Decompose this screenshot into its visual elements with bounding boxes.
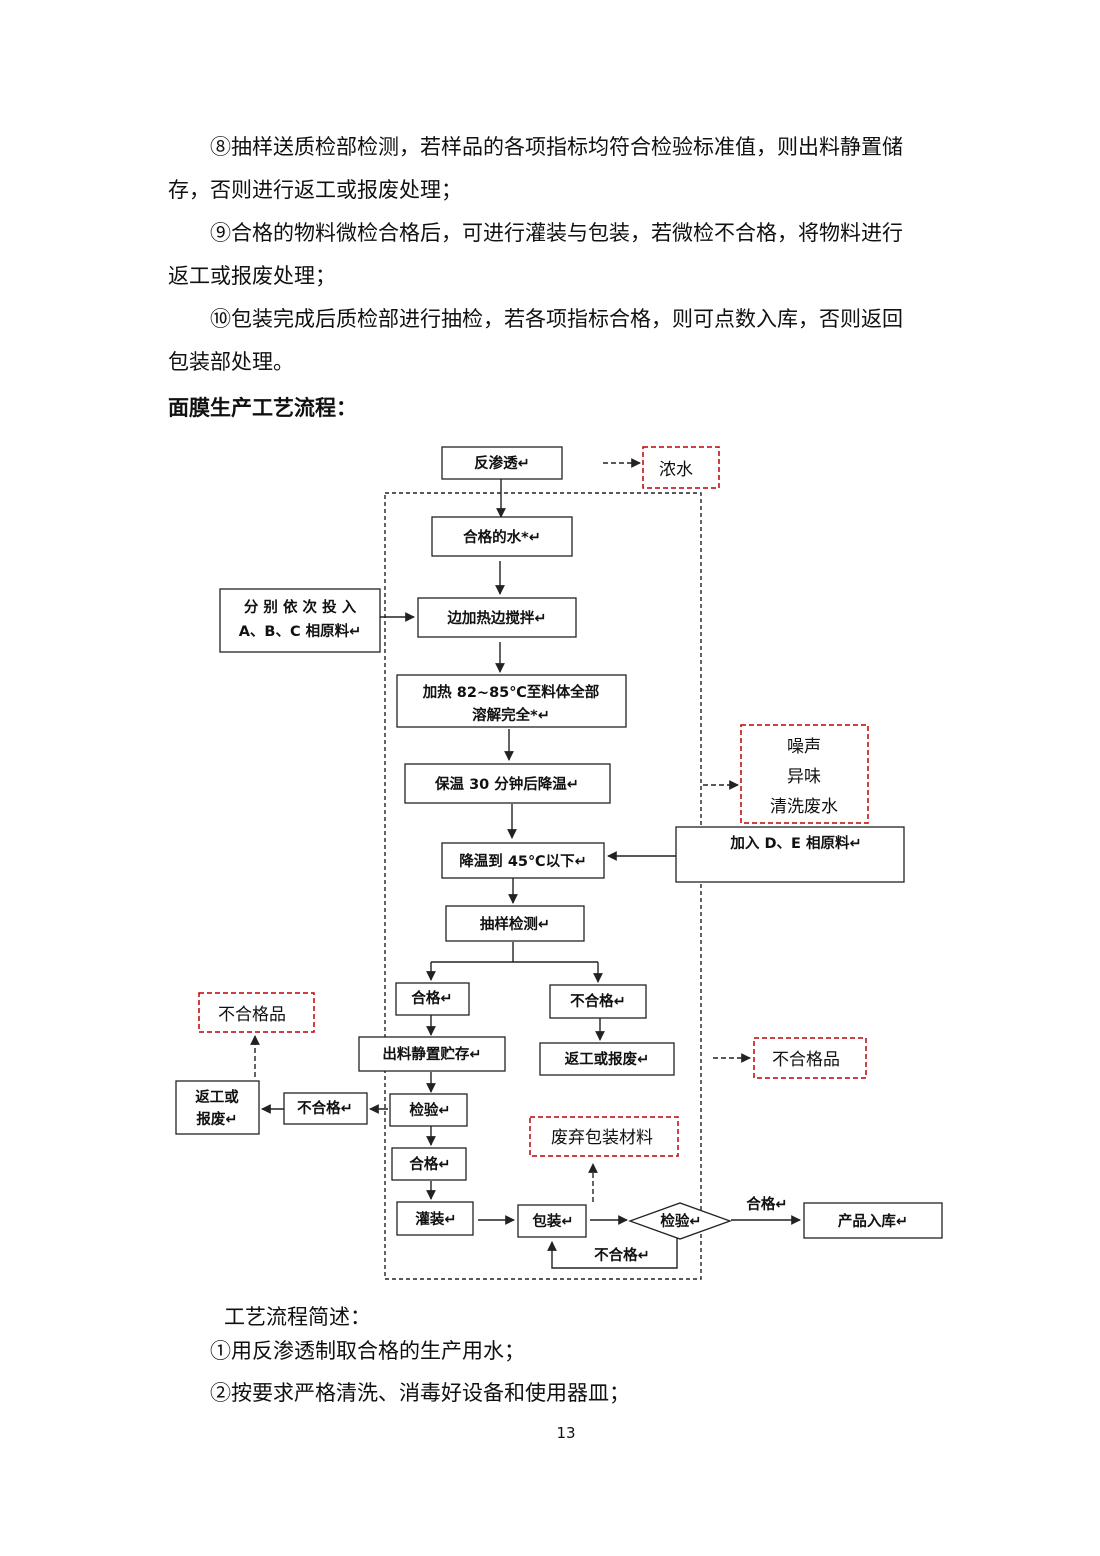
store-box (358, 1036, 506, 1072)
qualified-water-label: 合格的水*↵ (462, 528, 541, 546)
reverse-osmosis-label: 反渗透↵ (474, 454, 530, 472)
store-label: 出料静置贮存↵ (382, 1045, 481, 1063)
pass-2-box (391, 1147, 467, 1181)
pollutant-noise-label: 噪声 (787, 737, 821, 757)
pollutant-wastewater-label: 清洗废水 (770, 797, 838, 817)
brine-output-box (642, 446, 720, 489)
keep-warm-label: 保温 30 分钟后降温↵ (434, 775, 579, 793)
filling-box (396, 1201, 474, 1236)
summary-step-1: ①用反渗透制取合格的生产用水； (210, 1339, 525, 1363)
process-boundary (384, 492, 702, 1280)
rework-2-label-1: 返工或 (195, 1088, 239, 1106)
qualified-water-box (431, 516, 573, 557)
sample-test-box (445, 905, 585, 942)
cool-down-label: 降温到 45℃以下↵ (459, 852, 586, 870)
process-flowchart: 反渗透↵ 浓水 合格的水*↵ 分 别 依 次 投 入 A、B、C 相原料↵ 边加… (175, 446, 943, 1280)
add-abc-phase-box (219, 588, 381, 653)
packing-label: 包装↵ (532, 1212, 573, 1230)
paragraph-10: ⑩包装完成后质检部进行抽检，若各项指标合格，则可点数入库，否则返回 包装部处理。 (168, 298, 938, 384)
rework-1-label: 返工或报废↵ (565, 1050, 650, 1068)
brine-output-label: 浓水 (659, 460, 693, 480)
add-abc-phase-label-1: 分 别 依 次 投 入 (244, 598, 357, 616)
cool-down-box (441, 842, 605, 879)
reject-2-label: 不合格品 (218, 1005, 286, 1025)
summary-step-2: ②按要求严格清洗、消毒好设备和使用器皿； (210, 1381, 630, 1405)
reject-1-label: 不合格品 (772, 1050, 840, 1070)
paragraph-8-line-2: 存，否则进行返工或报废处理； (168, 178, 462, 202)
paragraph-9-line-1: ⑨合格的物料微检合格后，可进行灌装与包装，若微检不合格，将物料进行 (210, 221, 903, 245)
warehouse-box (803, 1202, 943, 1239)
inspect-1-box (389, 1093, 468, 1127)
rework-2-label-2: 报废↵ (196, 1110, 237, 1128)
heating-dissolve-box (396, 674, 627, 728)
pass-1-label: 合格↵ (410, 989, 452, 1007)
warehouse-label: 产品入库↵ (838, 1212, 908, 1230)
keep-warm-box (404, 763, 611, 804)
sample-test-label: 抽样检测↵ (480, 915, 550, 933)
reverse-osmosis-box (441, 446, 563, 480)
heat-stir-label: 边加热边搅拌↵ (446, 609, 546, 627)
heating-dissolve-label-1: 加热 82~85℃至料体全部 (422, 683, 600, 701)
fail-3-label: 不合格↵ (594, 1246, 650, 1264)
add-de-phase-box (675, 826, 905, 883)
flow-connectors (250, 458, 801, 1269)
pollutant-odor-label: 异味 (787, 767, 821, 787)
inspect-2-label: 检验↵ (660, 1212, 701, 1230)
paragraph-8-line-1: ⑧抽样送质检部检测，若样品的各项指标均符合检验标准值，则出料静置储 (210, 135, 903, 159)
flowchart-heading: 面膜生产工艺流程： (168, 396, 357, 420)
waste-packaging-box (529, 1116, 679, 1157)
paragraph-9-line-2: 返工或报废处理； (168, 264, 336, 288)
reject-1-box (753, 1037, 867, 1079)
pollutants-box (740, 724, 869, 824)
paragraph-9: ⑨合格的物料微检合格后，可进行灌装与包装，若微检不合格，将物料进行 返工或报废处… (168, 212, 938, 298)
pass-1-box (395, 982, 470, 1016)
heating-dissolve-label-2: 溶解完全*↵ (472, 706, 550, 724)
packing-box (517, 1204, 587, 1238)
paragraph-10-line-1: ⑩包装完成后质检部进行抽检，若各项指标合格，则可点数入库，否则返回 (210, 307, 903, 331)
inspect-2-diamond (628, 1202, 732, 1240)
rework-1-box (539, 1042, 675, 1076)
heat-stir-box (417, 597, 577, 638)
summary-title: 工艺流程简述： (224, 1305, 371, 1329)
paragraph-8: ⑧抽样送质检部检测，若样品的各项指标均符合检验标准值，则出料静置储 存，否则进行… (168, 126, 938, 212)
paragraph-10-line-2: 包装部处理。 (168, 350, 294, 374)
fail-1-box (549, 984, 647, 1019)
reject-2-box (198, 992, 315, 1033)
pass-3-label: 合格↵ (745, 1195, 787, 1213)
pass-2-label: 合格↵ (408, 1155, 450, 1173)
fail-1-label: 不合格↵ (570, 992, 626, 1010)
waste-packaging-label: 废弃包装材料 (551, 1128, 653, 1148)
add-de-phase-label: 加入 D、E 相原料↵ (729, 834, 861, 852)
fail-2-box (283, 1092, 368, 1125)
filling-label: 灌装↵ (415, 1210, 456, 1228)
fail-2-label: 不合格↵ (297, 1099, 353, 1117)
page-number: 13 (556, 1424, 576, 1442)
add-abc-phase-label-2: A、B、C 相原料↵ (239, 622, 362, 640)
inspect-1-label: 检验↵ (409, 1101, 450, 1119)
rework-2-box (175, 1080, 260, 1135)
